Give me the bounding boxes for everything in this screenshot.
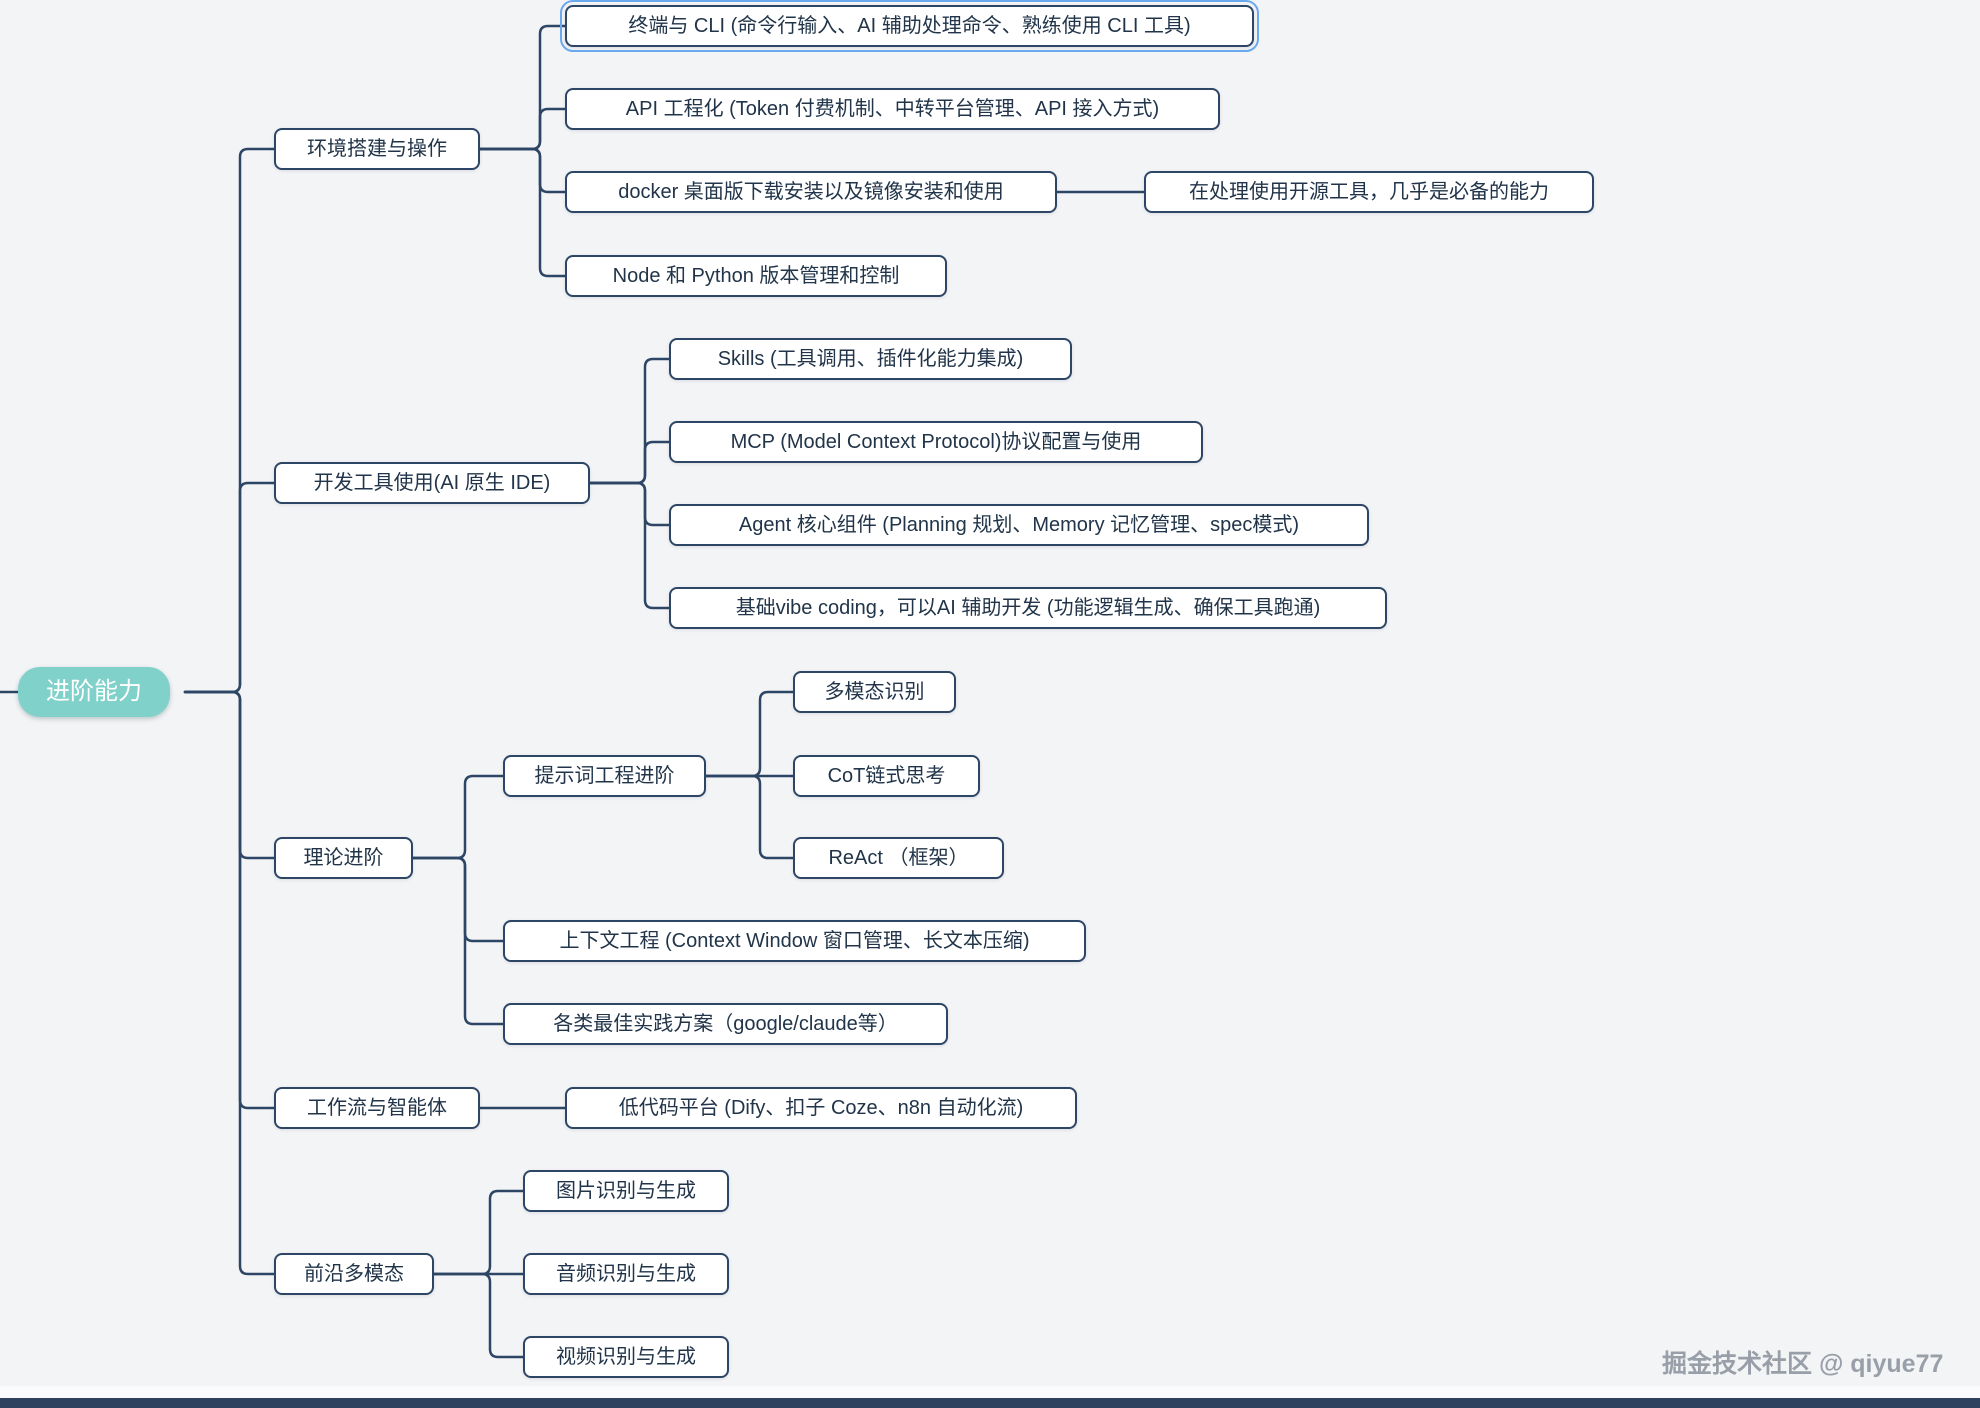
node-frontier-multimodal[interactable]: 前沿多模态	[274, 1253, 434, 1295]
node-theory-advanced[interactable]: 理论进阶	[274, 837, 413, 879]
node-docker-note[interactable]: 在处理使用开源工具，几乎是必备的能力	[1144, 171, 1594, 213]
node-agent-components[interactable]: Agent 核心组件 (Planning 规划、Memory 记忆管理、spec…	[669, 504, 1369, 546]
connector	[700, 774, 795, 860]
connector	[183, 690, 276, 1276]
connector	[428, 1272, 525, 1359]
watermark: 掘金技术社区 @ qiyue77	[1662, 1350, 1944, 1378]
connector	[584, 357, 671, 485]
connector	[584, 440, 671, 485]
connector	[428, 1189, 525, 1276]
bottom-dark-strip	[0, 1398, 1980, 1408]
connector	[474, 147, 567, 194]
connector	[183, 690, 276, 860]
connector	[700, 690, 795, 778]
node-dev-tools[interactable]: 开发工具使用(AI 原生 IDE)	[274, 462, 590, 504]
node-best-practices[interactable]: 各类最佳实践方案（google/claude等）	[503, 1003, 948, 1045]
node-context-engineering[interactable]: 上下文工程 (Context Window 窗口管理、长文本压缩)	[503, 920, 1086, 962]
connector	[183, 690, 276, 1110]
connector	[183, 147, 276, 694]
connector	[407, 856, 505, 943]
connector	[407, 856, 505, 1026]
node-workflow-agents[interactable]: 工作流与智能体	[274, 1087, 480, 1129]
connector	[584, 481, 671, 610]
node-mcp[interactable]: MCP (Model Context Protocol)协议配置与使用	[669, 421, 1203, 463]
connector	[183, 481, 276, 694]
node-lowcode-platforms[interactable]: 低代码平台 (Dify、扣子 Coze、n8n 自动化流)	[565, 1087, 1077, 1129]
connector	[407, 774, 505, 860]
connector	[474, 147, 567, 278]
node-multimodal-recognition[interactable]: 多模态识别	[793, 671, 956, 713]
node-cot-thinking[interactable]: CoT链式思考	[793, 755, 980, 797]
connector	[474, 107, 567, 151]
node-skills[interactable]: Skills (工具调用、插件化能力集成)	[669, 338, 1072, 380]
root-node-advanced-ability[interactable]: 进阶能力	[18, 667, 170, 717]
connector	[584, 481, 671, 527]
node-api-engineering[interactable]: API 工程化 (Token 付费机制、中转平台管理、API 接入方式)	[565, 88, 1220, 130]
node-vibe-coding[interactable]: 基础vibe coding，可以AI 辅助开发 (功能逻辑生成、确保工具跑通)	[669, 587, 1387, 629]
node-env-setup[interactable]: 环境搭建与操作	[274, 128, 480, 170]
connector	[474, 24, 567, 151]
node-video-recognition[interactable]: 视频识别与生成	[523, 1336, 729, 1378]
node-audio-recognition[interactable]: 音频识别与生成	[523, 1253, 729, 1295]
node-prompt-engineering[interactable]: 提示词工程进阶	[503, 755, 706, 797]
node-react-framework[interactable]: ReAct （框架）	[793, 837, 1004, 879]
node-image-recognition[interactable]: 图片识别与生成	[523, 1170, 729, 1212]
node-docker[interactable]: docker 桌面版下载安装以及镜像安装和使用	[565, 171, 1057, 213]
node-terminal-cli[interactable]: 终端与 CLI (命令行输入、AI 辅助处理命令、熟练使用 CLI 工具)	[560, 0, 1259, 52]
node-node-python-version[interactable]: Node 和 Python 版本管理和控制	[565, 255, 947, 297]
bottom-light-strip	[0, 1386, 1980, 1398]
